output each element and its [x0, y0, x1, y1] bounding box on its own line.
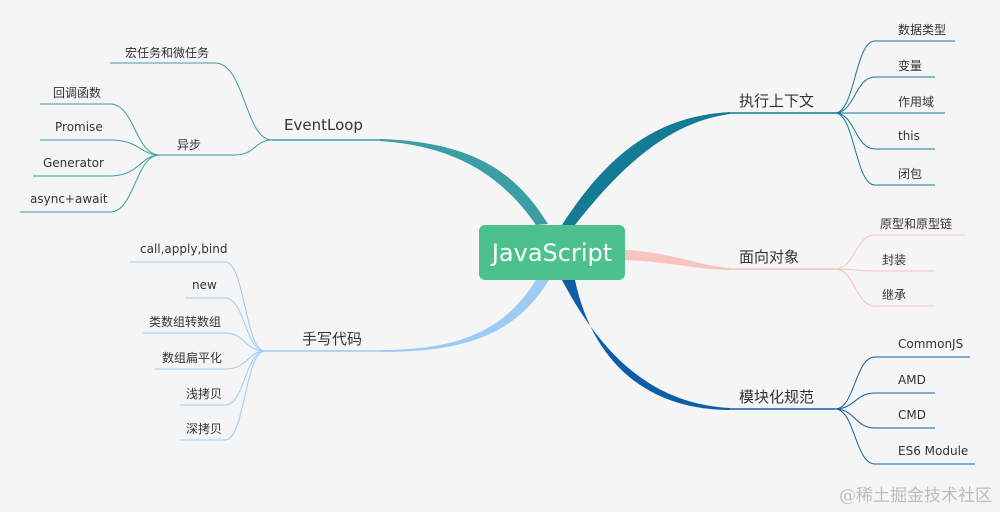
watermark: @稀土掘金技术社区 [839, 486, 992, 506]
node-closure[interactable]: 闭包 [898, 167, 923, 181]
node-amd[interactable]: AMD [898, 373, 926, 387]
node-data-types[interactable]: 数据类型 [898, 23, 947, 37]
node-encapsulation[interactable]: 封装 [882, 253, 907, 267]
branch-connector-eventloop [380, 139, 548, 225]
eventloop-children-connectors [20, 62, 273, 213]
oop-children-connectors [834, 234, 965, 307]
context-children-connectors [834, 40, 955, 186]
branch-label-handwritten[interactable]: 手写代码 [302, 330, 363, 348]
branch-label-eventloop[interactable]: EventLoop [284, 116, 363, 134]
node-shallow-copy[interactable]: 浅拷贝 [186, 387, 223, 401]
branch-label-module[interactable]: 模块化规范 [739, 388, 815, 406]
node-array-like[interactable]: 类数组转数组 [149, 315, 222, 329]
node-async-await[interactable]: async+await [30, 192, 108, 206]
node-generator[interactable]: Generator [43, 156, 104, 170]
node-call-apply-bind[interactable]: call,apply,bind [140, 242, 228, 256]
node-scope[interactable]: 作用域 [898, 95, 935, 109]
node-inheritance[interactable]: 继承 [882, 288, 907, 302]
node-macro-micro-tasks[interactable]: 宏任务和微任务 [125, 46, 210, 60]
node-async[interactable]: 异步 [177, 138, 202, 152]
node-es6-module[interactable]: ES6 Module [898, 444, 969, 458]
node-promise[interactable]: Promise [55, 120, 103, 134]
branch-label-context[interactable]: 执行上下文 [739, 92, 815, 110]
node-new[interactable]: new [192, 278, 217, 292]
node-variables[interactable]: 变量 [898, 59, 923, 73]
node-flatten[interactable]: 数组扁平化 [162, 351, 223, 365]
branch-connector-handwritten [380, 280, 549, 352]
handwritten-children-connectors [130, 261, 266, 441]
node-cmd[interactable]: CMD [898, 408, 926, 422]
node-callback[interactable]: 回调函数 [53, 86, 102, 100]
branch-connector-module [562, 280, 730, 410]
node-this[interactable]: this [898, 129, 920, 143]
branch-connector-context [562, 112, 730, 225]
branch-label-oop[interactable]: 面向对象 [739, 248, 800, 266]
module-children-connectors [834, 356, 975, 465]
node-prototype-chain[interactable]: 原型和原型链 [880, 217, 953, 231]
node-commonjs[interactable]: CommonJS [898, 337, 964, 351]
root-node[interactable]: JavaScript [479, 225, 625, 280]
node-deep-copy[interactable]: 深拷贝 [186, 422, 223, 436]
branch-connector-oop [625, 250, 730, 270]
